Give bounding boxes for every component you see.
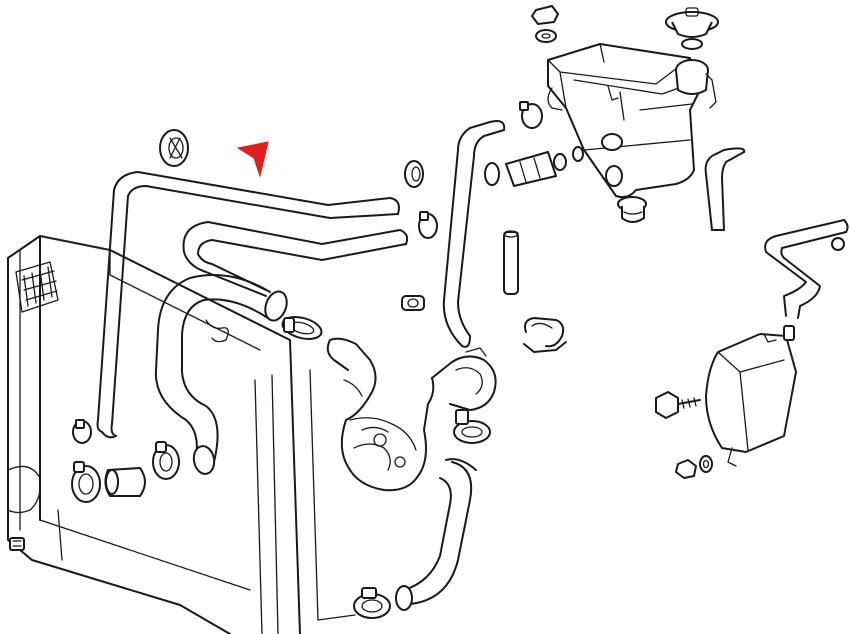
hose-bracket-clip [523, 317, 567, 353]
tank-mount-nut [531, 5, 559, 43]
hose-clamp-bottom [353, 587, 391, 619]
expansion-tank [547, 43, 701, 199]
water-pump-housing [326, 337, 497, 492]
tank-filler-neck [675, 59, 717, 109]
hose-clamp-small-left [72, 419, 92, 444]
radiator-drain-plug [9, 537, 25, 551]
grommet-small-1 [404, 160, 424, 188]
clip-small-1 [418, 211, 438, 239]
hose-clamp-pump [453, 409, 491, 444]
hose-clamp-left-1 [71, 461, 101, 503]
bent-pipe [764, 219, 849, 319]
temperature-sensor [484, 146, 584, 187]
radiator-cap [665, 7, 719, 50]
red-arrow-marker-icon [236, 141, 269, 178]
overflow-hose [704, 147, 746, 231]
reservoir-nut-washer [675, 455, 713, 479]
bottom-outlet-hose [395, 458, 477, 611]
upper-bypass-hose [96, 171, 400, 439]
rubber-grommet [159, 129, 189, 167]
grommet-small-2 [401, 295, 425, 311]
lower-radiator-hose [154, 274, 271, 475]
hose-clamp-upper [281, 316, 323, 340]
connector-pipe [503, 230, 519, 295]
tank-rubber-mount [617, 196, 647, 223]
hose-clamp-left-2 [152, 441, 180, 480]
radiator-core-grille [15, 261, 59, 313]
hose-connector-sleeve [104, 467, 146, 497]
reservoir-bolt [655, 391, 701, 419]
heater-return-hose [182, 221, 409, 322]
thermostat-small-hose [442, 120, 506, 348]
radiator [7, 235, 356, 634]
washer-reservoir [705, 325, 797, 467]
clip-upper-small [519, 101, 543, 129]
